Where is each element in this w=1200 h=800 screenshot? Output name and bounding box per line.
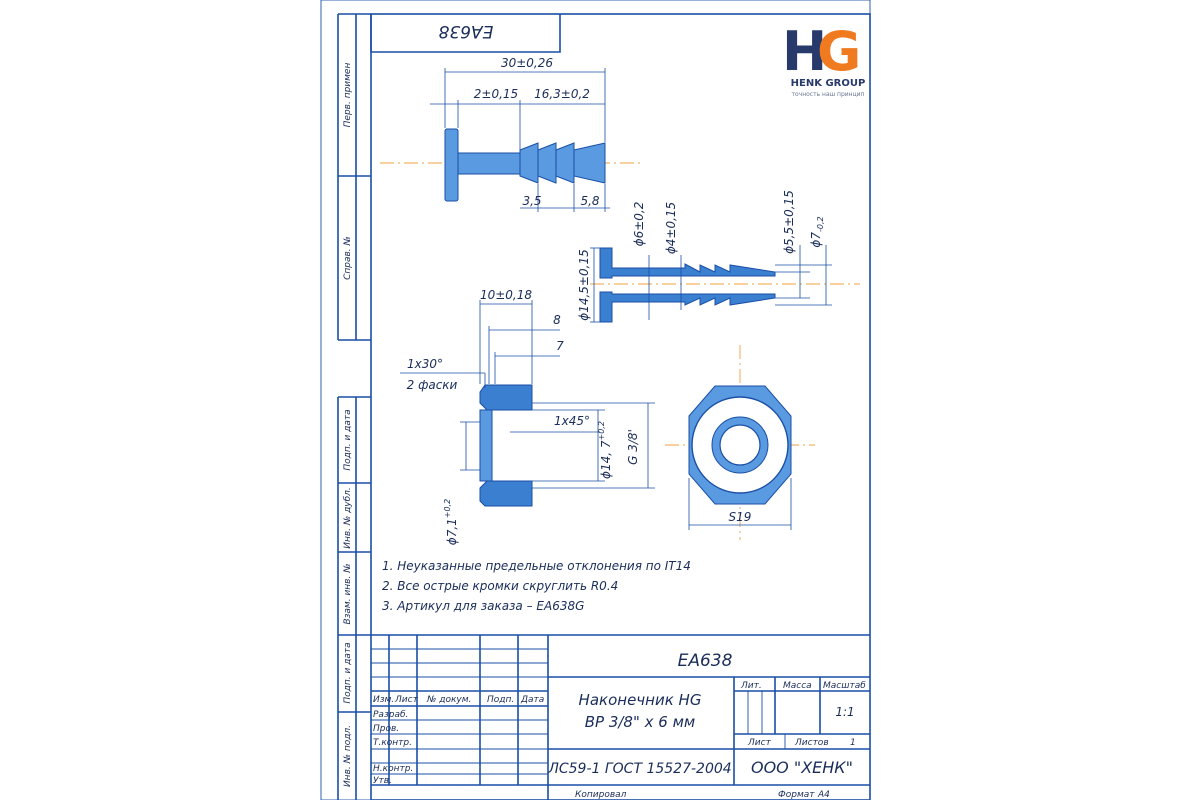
logo-h-letter: H [782,20,827,83]
title-block: Изм. Лист № докум. Подп. Дата Разраб. Пр… [371,634,870,800]
label-massa: Масса [783,681,812,691]
logo-g-letter: G [817,20,861,83]
sheet-outline [320,0,871,800]
dim-barb-max-diameter: ϕ7-0,2 [809,216,825,247]
label-inv-dubl: Инв. № дубл. [343,487,353,549]
drawing-frame [370,13,871,800]
dim-barb-length: 16,3±0,2 [534,87,590,101]
label-sprav-no: Справ. № [343,236,353,280]
row-nkontr: Н.контр. [373,764,413,774]
technical-notes: 1. Неуказанные предельные отклонения по … [382,559,691,613]
row-razrab: Разраб. [373,710,408,720]
top-drawing-number: EA638 [438,21,493,41]
dim-barb-min-diameter: ϕ5,5±0,15 [782,190,796,254]
title-company: ООО "ХЕНК" [751,758,853,777]
row-tkontr: Т.контр. [373,738,412,748]
title-name-line2: ВР 3/8" х 6 мм [585,713,696,731]
label-inv-podl: Инв. № подл. [343,725,353,787]
dim-chamfer-1: 1x30° [407,357,443,371]
label-vzam-inv: Взам. инв. № [343,563,353,624]
dim-shank-diameter: ϕ6±0,2 [632,202,646,247]
label-format: Формат [778,790,815,800]
label-list: Лист [747,738,772,748]
col-ndokum: № докум. [426,695,471,705]
view-fitting-side: 30±0,26 2±0,15 16,3±0,2 3,5 5,8 [380,56,640,212]
label-kopiroval: Копировал [575,790,627,800]
dim-nut-8: 8 [553,313,561,327]
label-podp-data-2: Подп. и дата [343,642,353,703]
label-masshtab: Масштаб [823,681,866,691]
title-name-line1: Наконечник HG [579,691,702,709]
col-data: Дата [520,695,544,705]
note-1: 1. Неуказанные предельные отклонения по … [382,559,691,573]
title-material: ЛС59-1 ГОСТ 15527-2004 [547,761,731,777]
dim-chamfer-1-note: 2 фаски [407,378,458,392]
note-2: 2. Все острые кромки скруглить R0.4 [382,579,618,593]
row-prov: Пров. [373,724,399,734]
dim-flange-thickness: 2±0,15 [474,87,518,101]
row-utv: Утв. [373,776,392,786]
dim-nut-7: 7 [556,339,564,353]
top-stamp-box: EA638 [370,14,561,53]
value-format: A4 [817,790,830,800]
dim-bore-diameter: ϕ4±0,15 [664,202,678,254]
dim-nut-length: 10±0,18 [480,288,532,302]
dim-nut-hole: ϕ7,1+0,2 [443,499,459,545]
label-listov: Листов [794,738,829,748]
left-side-strips: Перв. примен Справ. № Подп. и дата Инв. … [337,13,371,800]
logo-slogan: точность наш принцип [792,91,865,98]
label-lit: Лит. [740,681,762,691]
label-perv-primen: Перв. примен [343,63,353,128]
note-3: 3. Артикул для заказа – EA638G [382,599,584,613]
col-podp: Подп. [487,695,514,705]
view-fitting-section: ϕ14,5±0,15 ϕ6±0,2 ϕ4±0,15 ϕ5,5±0,15 ϕ7-0… [577,190,860,323]
henk-group-logo: H G HENK GROUP точность наш принцип [782,20,865,98]
dim-nut-bore: ϕ14, 7+0,2 [597,421,613,479]
col-list: Лист [394,695,419,705]
dim-barb-end: 5,8 [580,194,599,208]
title-doc-number: EA638 [678,651,733,671]
logo-company-name: HENK GROUP [791,78,866,89]
dim-chamfer-2: 1x45° [554,414,590,428]
view-nut-section: 10±0,18 8 7 1x30° 2 фаски 1x45° ϕ14, 7+0… [400,288,655,545]
dim-thread: G 3/8' [626,429,640,465]
label-podp-data-1: Подп. и дата [343,409,353,470]
dim-barb-step: 3,5 [522,194,541,208]
value-listov: 1 [850,738,856,748]
view-hex-nut: S19 [665,345,815,540]
dim-total-length: 30±0,26 [501,56,553,70]
dim-hex-size: S19 [729,510,752,524]
value-scale: 1:1 [835,705,854,719]
dim-flange-diameter: ϕ14,5±0,15 [577,249,591,320]
col-izm: Изм. [373,695,394,705]
